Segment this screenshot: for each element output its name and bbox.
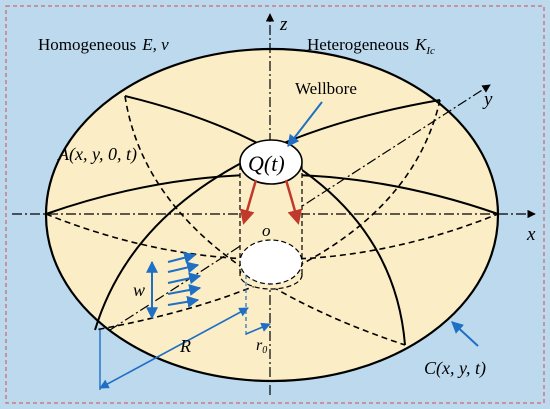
wellbore-pointer xyxy=(287,101,323,147)
flow-rate-label: Q(t) xyxy=(248,151,285,176)
point-a-label: A(x, y, 0, t) xyxy=(57,144,137,165)
y-axis xyxy=(109,84,491,331)
flow-arrows xyxy=(239,179,303,225)
r0-label: r0 xyxy=(256,337,267,356)
axis-x-label: x xyxy=(526,224,536,245)
origin-label: o xyxy=(262,221,271,240)
axis-y-label: y xyxy=(482,89,493,110)
width-label: w xyxy=(133,280,145,300)
axis-z-label: z xyxy=(279,14,288,35)
r0-line xyxy=(245,322,271,335)
wellbore-label: Wellbore xyxy=(295,79,357,98)
front-c-label: C(x, y, t) xyxy=(424,358,486,379)
radius-line xyxy=(99,307,249,389)
domain-border xyxy=(5,5,545,404)
front-pointer xyxy=(451,321,479,347)
radius-label: R xyxy=(179,336,191,356)
